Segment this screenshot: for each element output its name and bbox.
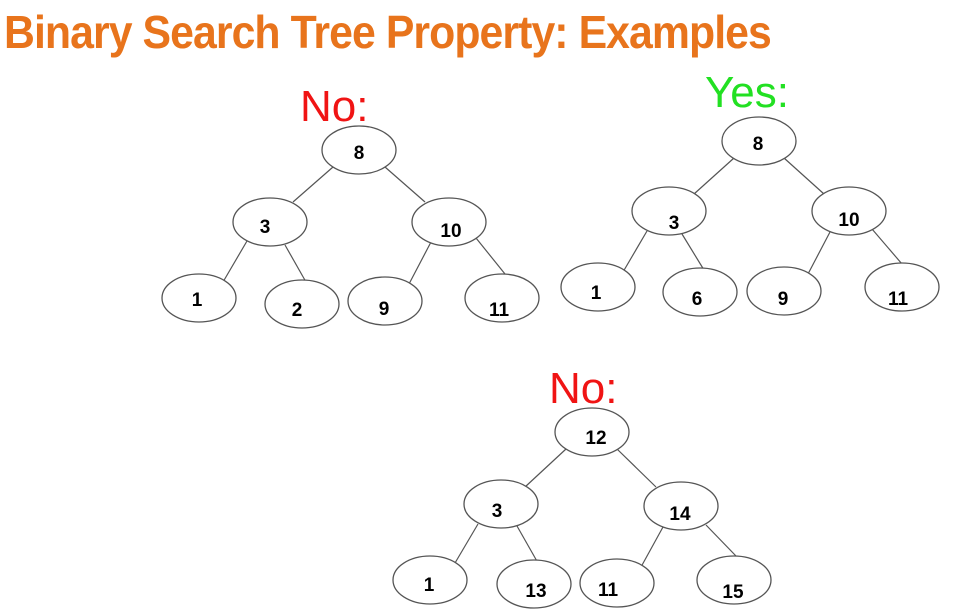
node-ellipse	[321, 125, 397, 175]
node-label: 10	[838, 210, 859, 231]
node-label: 12	[585, 428, 606, 449]
tree-node: 2	[264, 279, 340, 329]
tree-node: 12	[554, 407, 630, 457]
tree-edge	[516, 525, 539, 564]
node-ellipse	[554, 407, 630, 457]
node-label: 15	[722, 582, 744, 603]
node-ellipse	[864, 262, 940, 312]
node-label: 11	[598, 580, 619, 601]
node-ellipse	[264, 279, 340, 329]
node-label: 9	[379, 299, 390, 320]
node-label: 11	[489, 300, 510, 321]
tree-node: 3	[463, 479, 539, 529]
tree-node: 1	[392, 555, 468, 605]
node-ellipse	[464, 273, 540, 323]
node-label: 11	[888, 289, 909, 310]
node-label: 1	[424, 575, 435, 596]
tree-edge	[292, 166, 334, 203]
node-label: 1	[192, 290, 203, 311]
node-ellipse	[662, 267, 738, 317]
tree-node: 10	[811, 186, 887, 236]
node-ellipse	[463, 479, 539, 529]
node-ellipse	[811, 186, 887, 236]
tree-2: 8 3 10 1 6 9 11	[560, 116, 940, 317]
tree-1-verdict: No:	[300, 82, 369, 131]
node-label: 10	[440, 221, 461, 242]
node-label: 3	[492, 501, 503, 522]
node-label: 8	[753, 134, 764, 155]
node-ellipse	[392, 555, 468, 605]
node-ellipse	[496, 559, 572, 609]
tree-3-verdict: No:	[549, 364, 618, 413]
node-ellipse	[721, 116, 797, 166]
tree-edge	[454, 523, 479, 564]
tree-node: 3	[631, 186, 707, 236]
node-label: 3	[260, 217, 271, 238]
node-label: 1	[591, 283, 602, 304]
node-label: 13	[525, 581, 546, 602]
tree-edge	[871, 228, 903, 265]
tree-node: 6	[662, 267, 738, 317]
node-label: 6	[692, 289, 703, 310]
node-label: 14	[669, 504, 691, 525]
tree-3: 12 3 14 1 13 11 15	[392, 407, 772, 609]
tree-node: 15	[696, 555, 772, 605]
tree-edge	[705, 524, 737, 557]
slide-title: Binary Search Tree Property: Examples	[4, 6, 772, 58]
tree-edge	[622, 230, 648, 273]
node-ellipse	[579, 558, 655, 608]
tree-edge	[408, 241, 432, 285]
tree-node: 9	[347, 276, 423, 326]
node-label: 9	[778, 289, 789, 310]
tree-1: 8 3 10 1 2 9 11	[161, 125, 540, 329]
tree-node: 11	[864, 262, 940, 312]
node-ellipse	[232, 197, 308, 247]
tree-node: 1	[161, 273, 237, 323]
node-ellipse	[643, 481, 719, 531]
tree-node: 10	[411, 197, 487, 247]
node-ellipse	[560, 262, 636, 312]
tree-edge	[681, 233, 705, 271]
tree-edge	[284, 244, 307, 283]
node-ellipse	[161, 273, 237, 323]
tree-node: 8	[321, 125, 397, 175]
tree-edge	[475, 237, 506, 275]
tree-node: 8	[721, 116, 797, 166]
tree-node: 11	[579, 558, 655, 608]
tree-edge	[222, 240, 248, 283]
node-label: 8	[354, 143, 365, 164]
tree-node: 1	[560, 262, 636, 312]
tree-edge	[693, 157, 735, 195]
tree-edge	[807, 231, 831, 275]
tree-edge	[384, 166, 426, 203]
tree-node: 13	[496, 559, 572, 609]
node-ellipse	[347, 276, 423, 326]
tree-edge	[640, 526, 664, 568]
node-ellipse	[746, 266, 822, 316]
node-ellipse	[411, 197, 487, 247]
node-label: 2	[292, 300, 303, 321]
node-ellipse	[696, 555, 772, 605]
tree-edge	[616, 448, 657, 488]
tree-2-verdict: Yes:	[705, 68, 790, 117]
tree-node: 3	[232, 197, 308, 247]
tree-edge	[524, 448, 567, 488]
node-ellipse	[631, 186, 707, 236]
node-label: 3	[669, 213, 680, 234]
tree-node: 9	[746, 266, 822, 316]
tree-node: 11	[464, 273, 540, 323]
tree-node: 14	[643, 481, 719, 531]
tree-edge	[783, 157, 825, 195]
